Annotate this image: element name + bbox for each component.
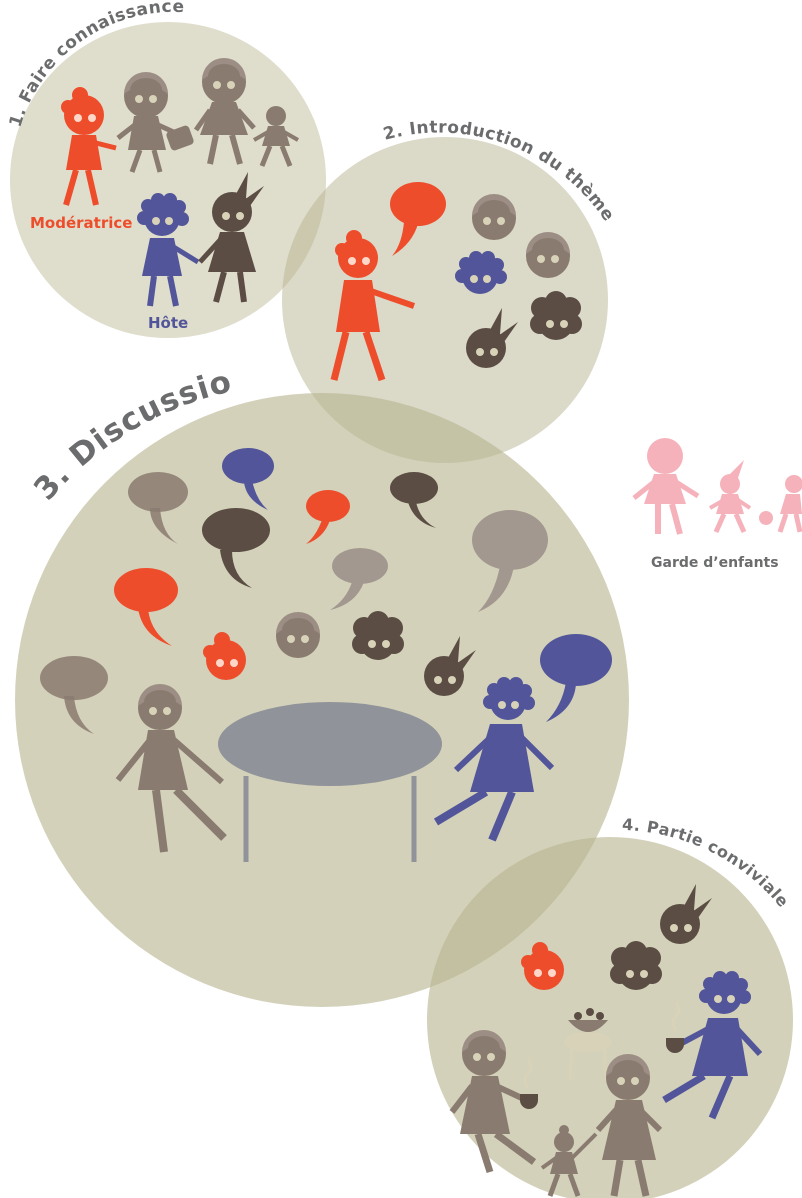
stage-4-adult-with-child — [540, 1054, 663, 1197]
speech-bubble — [222, 448, 274, 510]
stage-1-host-figure — [137, 193, 200, 307]
stage-2-moderator-figure — [330, 230, 415, 382]
speech-bubble — [40, 656, 108, 734]
host-role-label: Hôte — [148, 314, 188, 332]
stage-3-head-curly — [352, 611, 404, 660]
stage-3-participant-left — [115, 684, 227, 853]
stage-2-head-pale — [526, 232, 570, 278]
stage-1-guest-horned — [198, 172, 264, 303]
speech-bubble — [472, 510, 548, 612]
speech-bubble — [330, 548, 388, 610]
speech-bubble — [306, 490, 350, 544]
stage-2-head-curly — [530, 291, 582, 340]
speech-bubble — [114, 568, 178, 646]
stage-3-speech-bubbles — [40, 448, 612, 734]
stage-2-head-light — [472, 194, 516, 240]
stage-2-circle — [282, 137, 608, 463]
speech-bubble — [540, 634, 612, 722]
stage-1-guest-tall — [193, 58, 256, 165]
stage-4-guest-with-cup — [449, 1030, 538, 1174]
discussion-table — [218, 702, 442, 862]
stage-2-speech-bubble — [390, 182, 446, 256]
stage-4-head-curly — [610, 941, 662, 990]
speech-bubble — [202, 508, 270, 588]
speech-bubble — [390, 472, 438, 528]
moderator-role-label: Modératrice — [30, 214, 132, 232]
stage-1-child — [253, 106, 299, 167]
speech-bubble — [128, 472, 188, 544]
stage-3-head-light — [276, 612, 320, 658]
stage-1-guest-with-bag — [116, 72, 194, 173]
childcare-label: Garde d’enfants — [651, 555, 779, 571]
childcare-figures — [632, 438, 802, 535]
stage-4-snack-table — [564, 1008, 612, 1081]
stage-4-circle — [427, 837, 793, 1198]
stage-3-host-figure — [433, 677, 555, 842]
stage-1-moderator-figure — [61, 87, 117, 206]
stage-4-host-with-cup — [662, 971, 763, 1120]
